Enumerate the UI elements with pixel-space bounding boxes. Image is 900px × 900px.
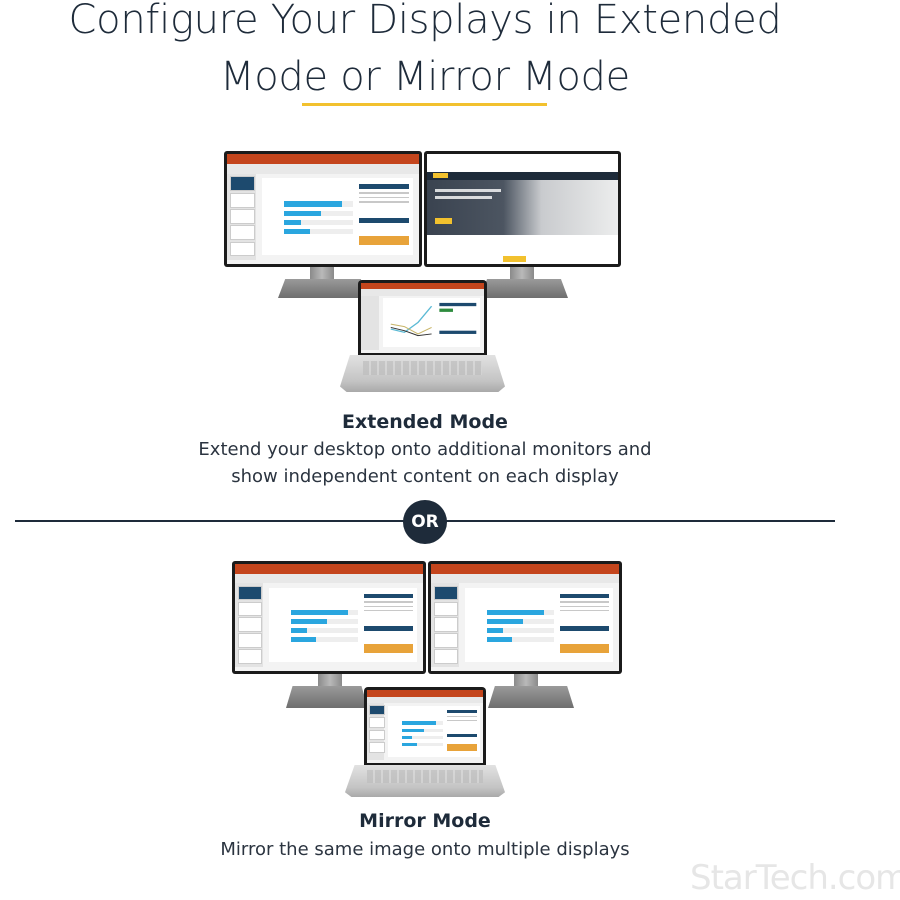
page-title-line-1: Configure Your Displays in Extended bbox=[68, 0, 782, 43]
website-screen bbox=[427, 154, 618, 264]
page-title-line-2: Mode or Mirror Mode bbox=[220, 54, 630, 100]
laptop-base bbox=[340, 355, 505, 392]
mirror-mode-title: Mirror Mode bbox=[359, 810, 491, 832]
monitor-stand-neck bbox=[514, 673, 538, 687]
chart-presentation-screen bbox=[361, 283, 484, 353]
or-badge: OR bbox=[403, 500, 447, 544]
left-monitor bbox=[232, 561, 426, 674]
right-monitor bbox=[424, 151, 621, 267]
monitor-stand-neck bbox=[310, 266, 334, 280]
presentation-screen bbox=[227, 154, 419, 264]
monitor-stand-base bbox=[488, 686, 574, 708]
extended-mode-description-line-1: Extend your desktop onto additional moni… bbox=[198, 439, 652, 460]
laptop-screen bbox=[364, 687, 486, 766]
presentation-screen bbox=[431, 564, 619, 671]
laptop-screen bbox=[358, 280, 487, 356]
presentation-screen bbox=[367, 690, 483, 763]
laptop-base bbox=[345, 765, 505, 797]
left-monitor bbox=[224, 151, 422, 267]
monitor-stand-neck bbox=[510, 266, 534, 280]
monitor-stand-base bbox=[278, 279, 368, 298]
monitor-stand-base bbox=[286, 686, 368, 708]
extended-mode-title: Extended Mode bbox=[342, 411, 508, 433]
line-chart-graphic bbox=[390, 303, 477, 337]
extended-mode-description-line-2: show independent content on each display bbox=[231, 466, 619, 487]
startech-watermark-logo: StarTech.com bbox=[690, 858, 900, 898]
monitor-stand-neck bbox=[318, 673, 342, 687]
title-underline bbox=[302, 103, 547, 106]
right-monitor bbox=[428, 561, 622, 674]
mirror-mode-description: Mirror the same image onto multiple disp… bbox=[220, 839, 630, 860]
monitor-stand-base bbox=[480, 279, 568, 298]
presentation-screen bbox=[235, 564, 423, 671]
